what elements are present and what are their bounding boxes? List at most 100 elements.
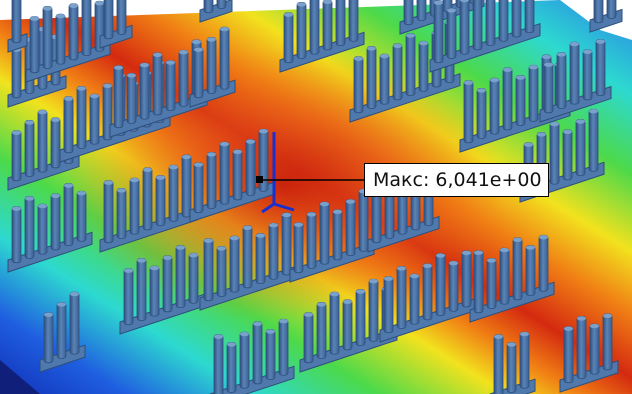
connector-pin-top: [169, 165, 178, 170]
connector-pin-top: [474, 250, 483, 255]
connector-pin: [219, 26, 230, 90]
connector-pin-top: [25, 120, 34, 125]
connector-pin: [296, 1, 307, 59]
connector-pin: [342, 299, 353, 351]
connector-pin-top: [537, 132, 546, 137]
connector-pin: [11, 206, 22, 264]
connector-pin: [162, 255, 173, 313]
connector-pin: [499, 247, 510, 305]
connector-pin-top: [176, 245, 185, 250]
connector-pin: [409, 273, 420, 325]
connector-pin-top: [419, 41, 428, 46]
connector-pin-top: [406, 33, 415, 38]
connector-component: [589, 0, 623, 33]
connector-pin: [89, 93, 100, 145]
connector-pin: [175, 245, 186, 308]
connector-component: [7, 0, 28, 53]
connector-pin: [418, 40, 429, 92]
connector-pin-top: [564, 326, 573, 331]
connector-pin-top: [596, 39, 605, 44]
connector-pin: [525, 245, 536, 296]
connector-pin: [152, 52, 163, 116]
connector-pin: [435, 253, 446, 316]
connector-pin: [569, 41, 580, 105]
connector-pin-top: [477, 88, 486, 93]
connector-component: [539, 39, 612, 123]
connector-pin-top: [557, 52, 566, 57]
connector-pin: [178, 49, 189, 107]
connector-pin-top: [38, 203, 47, 209]
connector-pin: [486, 257, 497, 309]
connector-pin: [136, 257, 147, 321]
connector-pin-top: [460, 0, 469, 3]
connector-pin: [63, 183, 74, 246]
connector-pin: [502, 67, 513, 131]
connector-component: [109, 39, 208, 138]
connector-pin-top: [104, 180, 113, 185]
connector-pin: [582, 49, 593, 101]
connector-pin: [206, 151, 217, 209]
connector-component: [25, 0, 111, 83]
connector-component: [7, 183, 93, 273]
connector-component: [559, 313, 619, 393]
connector-pin: [76, 85, 87, 149]
connector-pin-top: [436, 253, 445, 258]
connector-pin-top: [520, 331, 529, 337]
connector-pin-top: [393, 43, 402, 49]
connector-pin: [11, 0, 22, 44]
connector-pin: [448, 260, 459, 312]
connector-pin: [602, 313, 613, 371]
connector-pin: [43, 312, 54, 364]
connector-pin-top: [570, 41, 579, 47]
connector-pin: [165, 60, 176, 111]
connector-pin-top: [194, 162, 203, 167]
connector-pin: [322, 0, 333, 51]
connector-pin: [589, 323, 600, 375]
connector-pin: [37, 203, 48, 255]
connector-pin-top: [464, 80, 473, 85]
connector-pin-top: [516, 75, 525, 80]
connector-pin-top: [542, 54, 551, 60]
connector-pin: [379, 53, 390, 105]
connector-pin-top: [64, 183, 73, 188]
connector-pin: [24, 195, 35, 259]
connector-pin: [76, 190, 87, 242]
connector-pin: [255, 233, 266, 284]
connector-component: [39, 291, 86, 373]
connector-pin-top: [307, 212, 316, 217]
connector-pin: [188, 252, 199, 304]
connector-pin: [181, 154, 192, 218]
connector-pin: [383, 276, 394, 334]
connector-component: [99, 154, 198, 253]
connector-pin-top: [320, 201, 329, 207]
connector-pin: [306, 211, 317, 269]
connector-pin-top: [380, 53, 389, 59]
component-array: [7, 0, 623, 394]
connector-pin-top: [423, 263, 432, 269]
connector-pin: [50, 193, 61, 251]
connector-pin-top: [589, 109, 598, 114]
connector-component: [429, 0, 541, 73]
connector-pin-top: [323, 0, 332, 5]
connector-pin-top: [207, 37, 216, 42]
connector-pin: [489, 77, 500, 135]
connector-pin: [476, 87, 487, 139]
connector-component: [99, 0, 133, 49]
connector-pin: [562, 129, 573, 181]
connector-pin: [206, 36, 217, 94]
connector-pin: [512, 237, 523, 301]
connector-pin-top: [114, 65, 123, 70]
connector-pin: [353, 56, 364, 114]
connector-pin: [493, 334, 504, 394]
connector-pin: [433, 0, 444, 64]
connector-pin-top: [233, 149, 242, 155]
connector-pin: [358, 188, 369, 252]
connector-pin-top: [43, 6, 52, 11]
connector-pin: [422, 263, 433, 321]
connector-pin-top: [204, 238, 213, 243]
connector-pin: [103, 180, 114, 244]
connector-pin-top: [529, 65, 538, 70]
connector-pin: [392, 43, 403, 101]
